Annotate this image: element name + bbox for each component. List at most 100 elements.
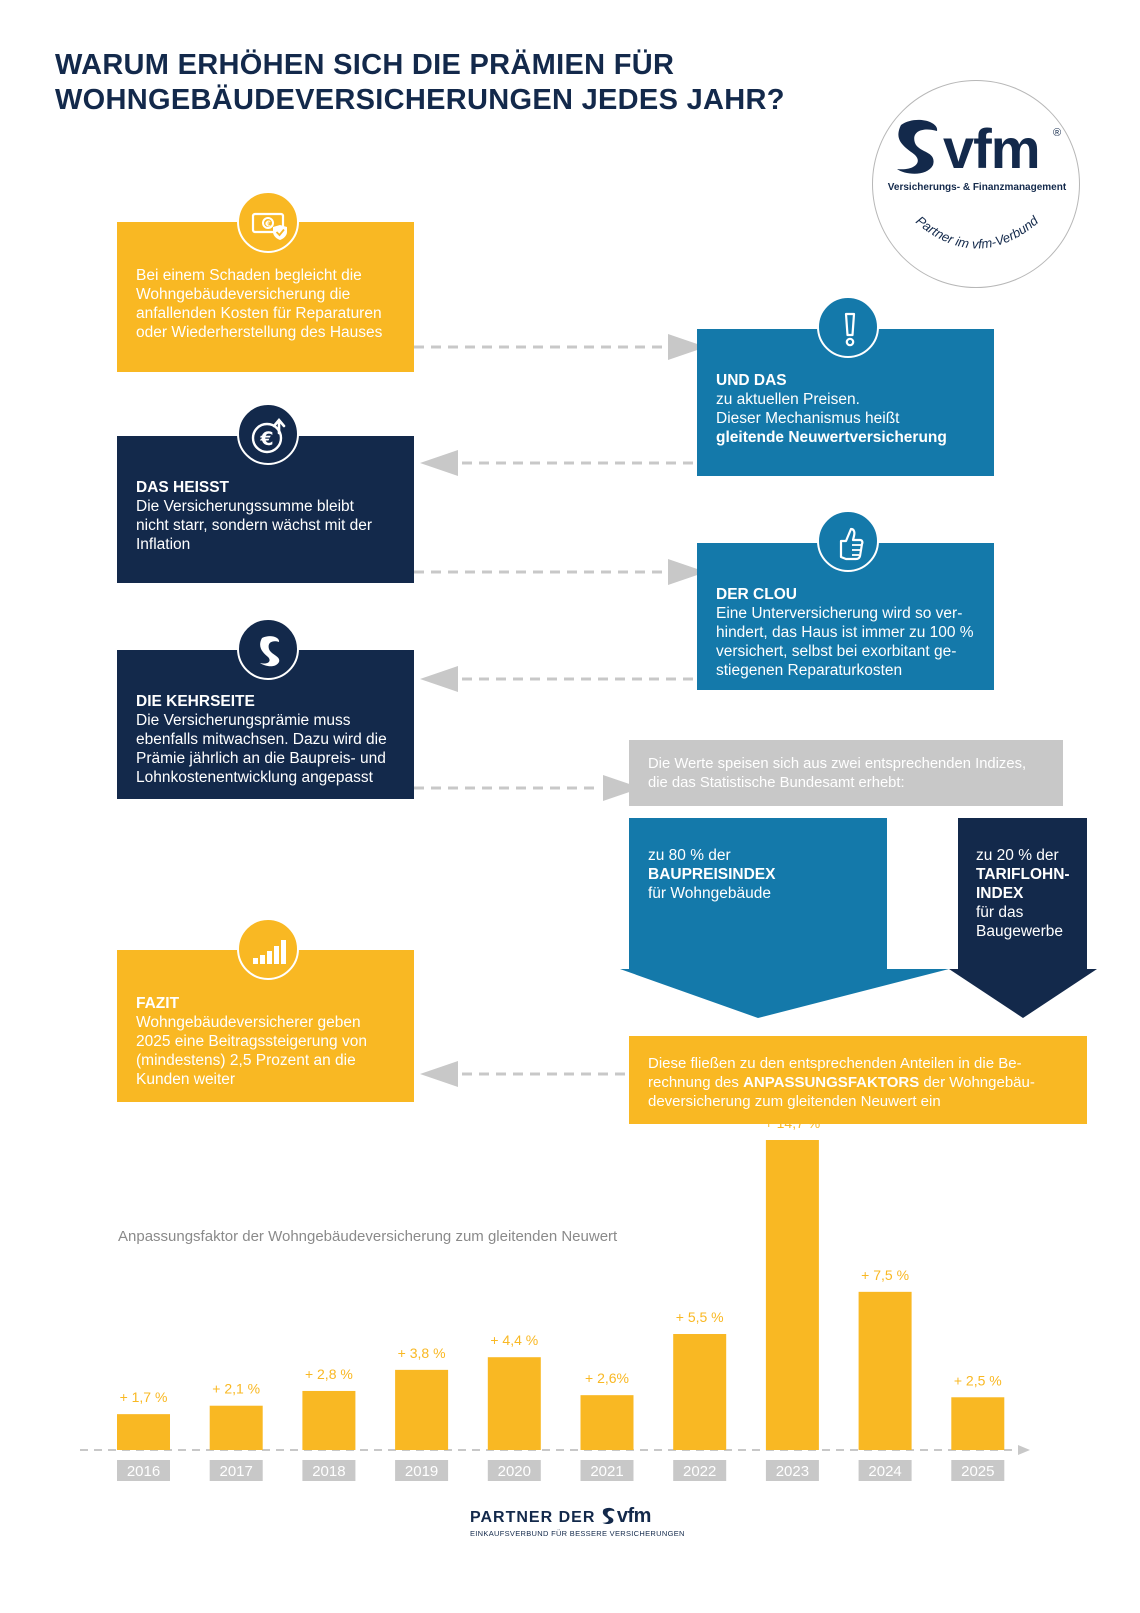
tick-label-2016: 2016 (127, 1463, 160, 1480)
coin-flip-icon (237, 618, 299, 680)
box-fazit-line-2: 2025 eine Beitragssteigerung von (136, 1033, 367, 1050)
box-anpassung-line-2-bold: ANPASSUNGSFAKTORS (743, 1074, 920, 1091)
tick-label-2018: 2018 (312, 1463, 345, 1480)
svg-text:€: € (259, 428, 273, 450)
arrowhead-1 (668, 334, 706, 360)
box-tariflohn-line-3: Baugewerbe (976, 923, 1064, 940)
tick-bg-2025 (951, 1460, 1005, 1481)
box-indizes: Die Werte speisen sich aus zwei entsprec… (629, 740, 1063, 806)
box-das-heisst-line-1: Die Versicherungssumme bleibt (136, 498, 354, 515)
tick-bg-2021 (580, 1460, 634, 1481)
box-kehrseite: DIE KEHRSEITE Die Versicherungsprämie mu… (117, 650, 414, 799)
box-anpassung-line-2-post: der Wohngebäu- (919, 1074, 1035, 1091)
box-und-das-line-2: Dieser Mechanismus heißt (716, 410, 900, 427)
data-label-2024: + 7,5 % (861, 1267, 909, 1283)
box-und-das-line-3: gleitende Neuwertversicherung (716, 429, 947, 446)
page-title-line-2: WOHNGEBÄUDEVERSICHERUNGEN JEDES JAHR? (55, 84, 785, 116)
bar-2019 (395, 1369, 449, 1450)
box-und-das: UND DAS zu aktuellen Preisen. Dieser Mec… (697, 329, 994, 476)
box-der-clou-head: DER CLOU (716, 586, 797, 603)
tick-bg-2016 (117, 1460, 170, 1481)
box-baupreis-line-1: zu 80 % der (648, 847, 731, 864)
tick-label-2021: 2021 (590, 1463, 623, 1480)
euro-arrow-up-icon: € (237, 403, 299, 465)
footer-prefix: PARTNER DER (470, 1509, 596, 1526)
box-indizes-line-1: Die Werte speisen sich aus zwei entsprec… (648, 756, 1027, 772)
box-schaden-line-1: Bei einem Schaden begleicht die (136, 267, 362, 284)
box-fazit-head: FAZIT (136, 995, 180, 1012)
footer-brand-name: vfm (616, 1505, 652, 1527)
box-kehrseite-line-4: Lohnkostenentwicklung angepasst (136, 769, 373, 786)
footer-swoosh-icon (602, 1507, 615, 1525)
bar-2018 (302, 1390, 356, 1450)
x-axis-arrowhead (1018, 1445, 1030, 1455)
box-fazit-line-4: Kunden weiter (136, 1071, 236, 1088)
box-schaden-line-3: anfallenden Kosten für Reparaturen (136, 305, 382, 322)
vfm-logo-text: vfm (943, 117, 1041, 180)
bar-2016 (117, 1414, 170, 1450)
tick-bg-2020 (487, 1460, 541, 1481)
arrowhead-5 (603, 775, 641, 801)
tick-label-2019: 2019 (405, 1463, 438, 1480)
box-tariflohn-head-2: INDEX (976, 885, 1024, 902)
thumbs-up-icon (817, 510, 879, 572)
box-schaden-line-4: oder Wiederherstellung des Hauses (136, 324, 383, 341)
box-baupreis-head: BAUPREISINDEX (648, 866, 776, 883)
footer-main: PARTNER DER vfm (470, 1505, 670, 1528)
arrowhead-4 (420, 666, 458, 692)
tick-bg-2022 (673, 1460, 727, 1481)
box-kehrseite-line-1: Die Versicherungsprämie muss (136, 712, 351, 729)
vfm-logo-subtitle: Versicherungs- & Finanzmanagement (887, 182, 1067, 193)
box-anpassung: Diese fließen zu den entsprechenden Ante… (629, 1036, 1087, 1124)
bar-2020 (487, 1357, 541, 1450)
chart-title: Anpassungsfaktor der Wohngebäudeversiche… (118, 1228, 618, 1245)
tick-label-2020: 2020 (498, 1463, 531, 1480)
box-fazit-line-1: Wohngebäudeversicherer geben (136, 1014, 361, 1031)
box-der-clou: DER CLOU Eine Unterversicherung wird so … (697, 543, 994, 690)
box-fazit-line-3: (mindestens) 2,5 Prozent an die (136, 1052, 356, 1069)
box-anpassung-line-2-pre: rechnung des (648, 1074, 744, 1091)
footer-sub: EINKAUFSVERBUND FÜR BESSERE VERSICHERUNG… (470, 1529, 685, 1538)
tick-bg-2024 (858, 1460, 912, 1481)
registered-mark: ® (1053, 127, 1062, 139)
data-label-2016: + 1,7 % (120, 1389, 168, 1405)
bar-2025 (951, 1397, 1005, 1450)
box-anpassung-line-2: rechnung des ANPASSUNGSFAKTORS der Wohng… (648, 1073, 1077, 1092)
box-der-clou-line-3: versichert, selbst bei exorbitant ge- (716, 643, 957, 660)
box-baupreis-line-2: für Wohngebäude (648, 885, 771, 902)
tick-bg-2019 (395, 1460, 449, 1481)
money-shield-icon: € (237, 191, 299, 253)
exclamation-icon (817, 296, 879, 358)
data-label-2017: + 2,1 % (212, 1381, 260, 1397)
arrowhead-6 (420, 1061, 458, 1087)
box-anpassung-line-1: Diese fließen zu den entsprechenden Ante… (648, 1055, 1022, 1072)
box-kehrseite-head: DIE KEHRSEITE (136, 693, 255, 710)
tick-label-2025: 2025 (961, 1463, 994, 1480)
bar-2017 (209, 1405, 263, 1450)
box-der-clou-line-4: stiegenen Reparaturkosten (716, 662, 903, 679)
box-tariflohn-head-1: TARIFLOHN- (976, 866, 1070, 883)
data-label-2023: + 14,7 % (765, 1115, 821, 1131)
data-label-2019: + 3,8 % (398, 1345, 446, 1361)
box-tariflohn-line-1: zu 20 % der (976, 847, 1059, 864)
box-schaden-line-2: Wohngebäudeversicherung die (136, 286, 351, 303)
bar-signal-icon (237, 918, 299, 980)
vfm-logo: vfm ® Versicherungs- & Finanzmanagement … (872, 80, 1080, 288)
tariflohn-arrow (949, 818, 1097, 1018)
box-kehrseite-line-3: Prämie jährlich an die Baupreis- und (136, 750, 386, 767)
arrowhead-3 (668, 559, 706, 585)
data-label-2021: + 2,6% (585, 1370, 629, 1386)
data-label-2025: + 2,5 % (954, 1372, 1002, 1388)
tick-label-2022: 2022 (683, 1463, 716, 1480)
page-title: WARUM ERHÖHEN SICH DIE PRÄMIEN FÜR WOHNG… (55, 48, 815, 118)
bar-2021 (580, 1395, 634, 1450)
page-title-line-1: WARUM ERHÖHEN SICH DIE PRÄMIEN FÜR (55, 49, 675, 81)
box-das-heisst-line-2: nicht starr, sondern wächst mit der (136, 517, 373, 534)
tick-bg-2023 (765, 1460, 819, 1481)
footer-brand: PARTNER DER vfm EINKAUFSVERBUND FÜR BESS… (470, 1505, 685, 1538)
box-der-clou-line-1: Eine Unterversicherung wird so ver- (716, 605, 963, 622)
tick-label-2024: 2024 (868, 1463, 901, 1480)
bar-2024 (858, 1291, 912, 1450)
